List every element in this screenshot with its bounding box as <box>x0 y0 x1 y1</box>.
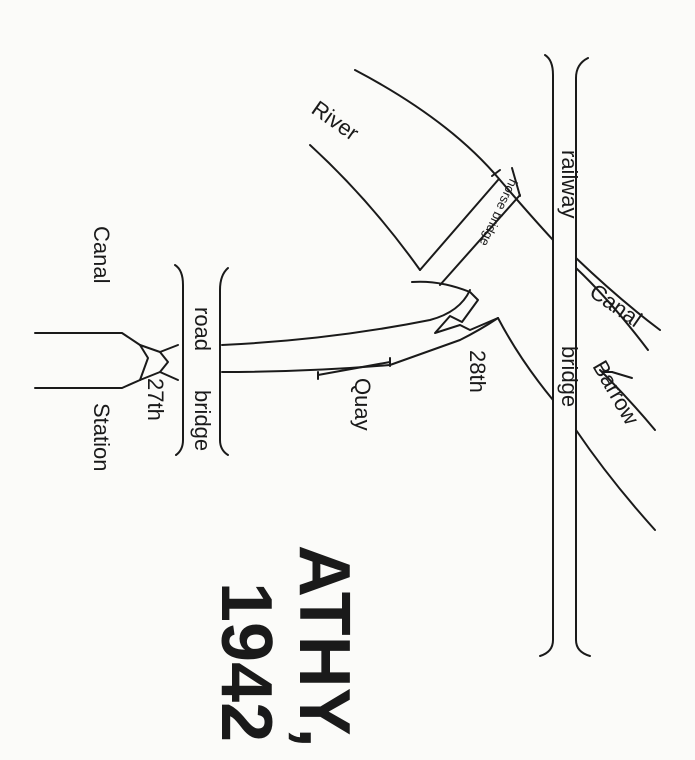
horse-bridge <box>419 167 521 286</box>
river-barrow <box>309 69 661 531</box>
label-horse-bridge: horse bridge <box>477 177 521 249</box>
label-station: Station <box>89 403 114 472</box>
label-lock-28: 28th <box>465 350 490 393</box>
label-railway-bridge: bridge <box>557 346 582 407</box>
canal-channel <box>221 280 554 401</box>
label-quay: Quay <box>350 378 375 431</box>
map-title: ATHY, <box>284 545 364 748</box>
label-canal-right: Canal <box>585 279 646 332</box>
label-river: River <box>307 96 363 146</box>
label-railway: railway <box>557 150 582 218</box>
road-bridge <box>174 264 229 456</box>
canal-left <box>34 332 179 389</box>
label-lock-27: 27th <box>143 378 168 421</box>
label-canal-left: Canal <box>89 226 114 283</box>
railway-line <box>539 54 591 657</box>
map-year: 1942 <box>206 582 286 742</box>
label-road-bridge: bridge <box>190 390 215 451</box>
label-barrow: Barrow <box>588 356 645 429</box>
label-road: road <box>190 307 215 351</box>
quay <box>317 357 391 380</box>
